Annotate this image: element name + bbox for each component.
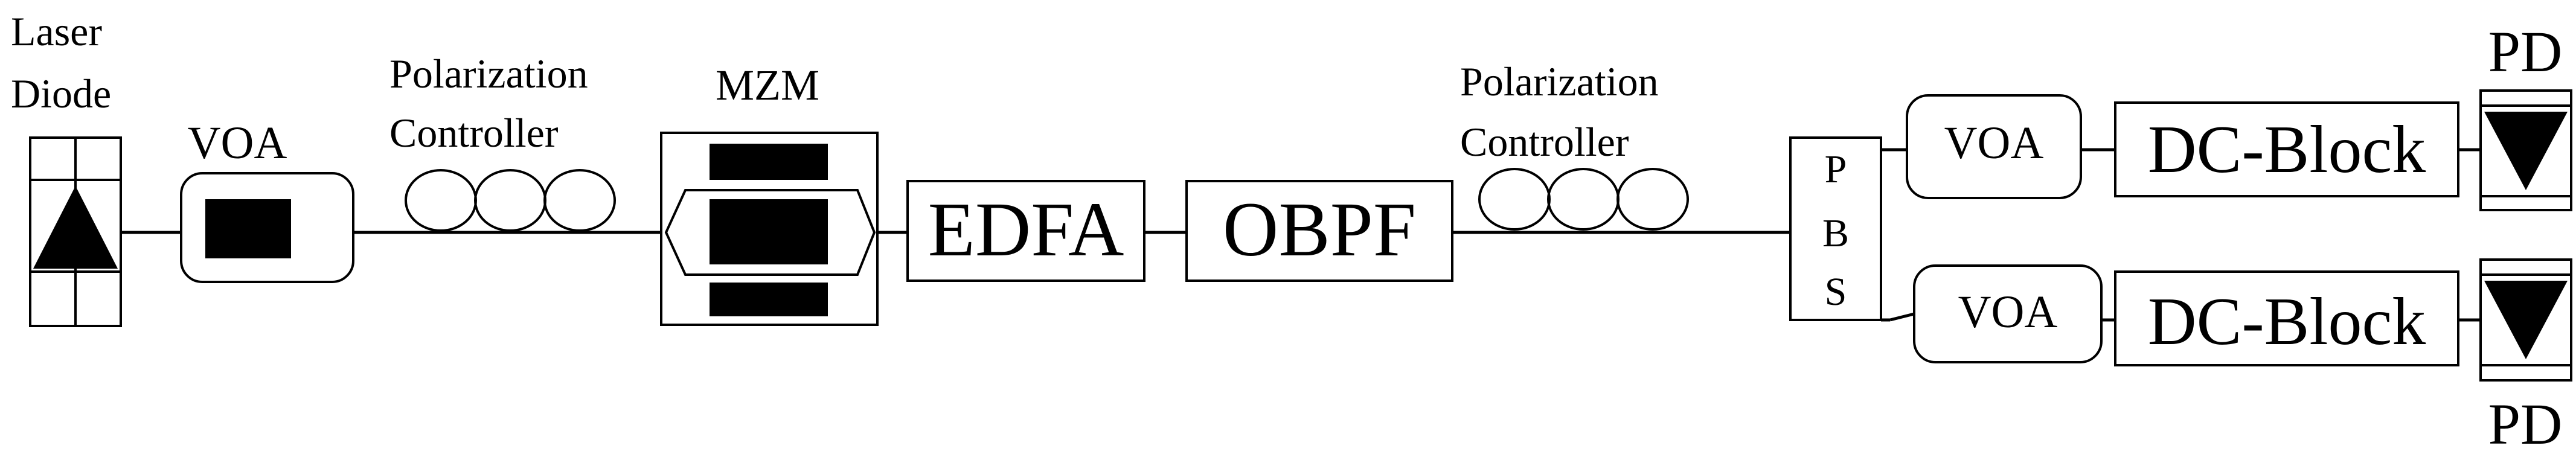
upper-branch: VOA DC-Block PD (1881, 19, 2572, 211)
pbs-box (1789, 136, 1882, 321)
pc2-paddle-1 (1478, 168, 1551, 231)
pc1-paddle-2 (474, 169, 546, 232)
laser-label-line1: Laser (11, 8, 102, 54)
obpf-label: OBPF (1223, 187, 1416, 272)
polarization-controller-2: Polarization Controller (1460, 59, 1689, 231)
mzm-modulator: MZM (660, 61, 879, 326)
voa-main-label: VOA (188, 118, 287, 168)
pbs-splitter: P B S (1789, 136, 1882, 321)
pc2-paddle-3 (1616, 168, 1689, 231)
edfa-box (906, 180, 1145, 282)
pc2-label-line2: Controller (1460, 119, 1629, 165)
pbs-letter-p: P (1825, 147, 1847, 191)
mzm-electrode-center (710, 199, 828, 264)
pbs-output-connectors (1889, 312, 1915, 322)
obpf-box (1185, 180, 1453, 282)
lower-dc-block-label: DC-Block (2148, 284, 2426, 359)
laser-diode-icon (33, 186, 118, 269)
pc2-label-line1: Polarization (1460, 59, 1659, 104)
lower-dc-block-box (2114, 270, 2459, 366)
pbs-letter-b: B (1822, 211, 1849, 255)
pc1-paddle-3 (543, 169, 616, 232)
lower-voa-label: VOA (1958, 287, 2058, 337)
polarization-controller-1: Polarization Controller (389, 51, 616, 232)
upper-photodiode-icon (2484, 112, 2568, 190)
upper-dc-block-label: DC-Block (2148, 112, 2426, 187)
mzm-electrode-bottom (710, 283, 828, 316)
upper-dc-block-box (2114, 101, 2459, 197)
lower-pd-label: PD (2488, 392, 2563, 456)
upper-pd-label: PD (2488, 19, 2563, 84)
mzm-label: MZM (716, 61, 819, 109)
pc1-label-line2: Controller (389, 110, 559, 156)
upper-voa-box (1906, 94, 2082, 199)
upper-voa-label: VOA (1944, 118, 2044, 168)
laser-diode: Laser Diode (11, 8, 122, 327)
obpf-filter: OBPF (1185, 180, 1453, 282)
voa-main: VOA (180, 118, 354, 283)
pc2-paddle-2 (1547, 168, 1620, 231)
pbs-letter-s: S (1825, 270, 1847, 314)
mzm-electrode-top (710, 144, 828, 180)
edfa-label: EDFA (928, 187, 1124, 272)
pc1-paddle-1 (405, 169, 477, 232)
lower-branch: VOA DC-Block PD (1881, 258, 2572, 456)
pc1-label-line1: Polarization (389, 51, 588, 97)
lower-photodiode-icon (2484, 281, 2568, 359)
voa-attenuator-block (205, 199, 291, 258)
mzm-waveguide (664, 189, 876, 276)
edfa-amplifier: EDFA (906, 180, 1145, 282)
laser-label-line2: Diode (11, 71, 111, 117)
